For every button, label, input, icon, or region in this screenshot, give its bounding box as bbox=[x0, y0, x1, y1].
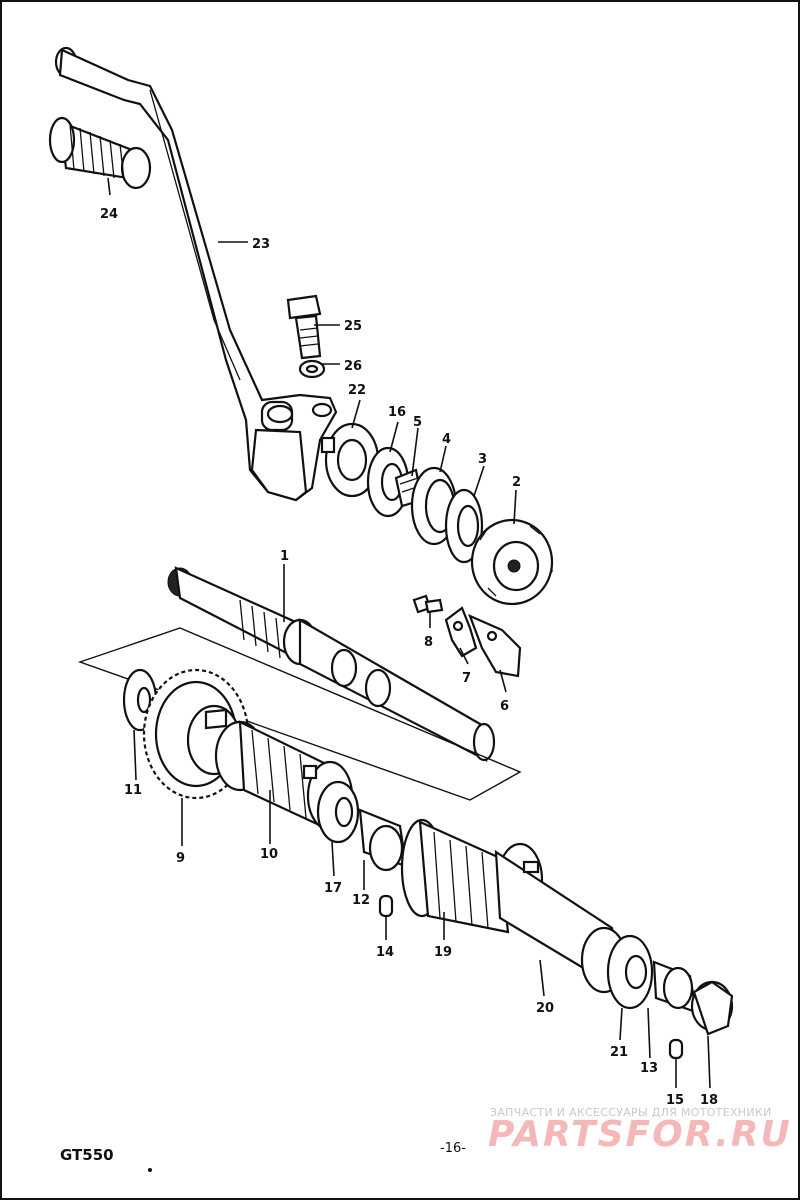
callout-7: 7 bbox=[462, 671, 471, 686]
callout-8: 8 bbox=[424, 635, 433, 650]
callout-23: 23 bbox=[252, 237, 270, 252]
kick-idle-gear-19 bbox=[400, 818, 510, 934]
washer-3 bbox=[444, 488, 484, 564]
callout-3: 3 bbox=[478, 452, 487, 467]
bushing-13 bbox=[652, 960, 698, 1014]
callout-1: 1 bbox=[280, 549, 289, 564]
callout-labels: 24 23 25 26 22 16 5 4 3 2 1 8 7 6 11 9 1… bbox=[100, 207, 718, 1108]
retaining-plate bbox=[444, 606, 478, 658]
callout-5: 5 bbox=[413, 415, 422, 430]
callout-4: 4 bbox=[442, 432, 451, 447]
kick-guide bbox=[468, 613, 522, 678]
callout-9: 9 bbox=[176, 851, 185, 866]
ratchet-wheel bbox=[470, 518, 554, 606]
bushing-12 bbox=[358, 808, 408, 872]
kick-lever-grip bbox=[48, 116, 152, 190]
washer-17 bbox=[316, 780, 360, 844]
callout-13: 13 bbox=[640, 1061, 658, 1076]
kick-starter-shaft bbox=[167, 566, 496, 762]
callout-20: 20 bbox=[536, 1001, 554, 1016]
callout-22: 22 bbox=[348, 383, 366, 398]
callout-6: 6 bbox=[500, 699, 509, 714]
callout-18: 18 bbox=[700, 1093, 718, 1108]
kick-lever bbox=[54, 46, 338, 502]
callout-14: 14 bbox=[376, 945, 394, 960]
washer-21 bbox=[606, 934, 654, 1010]
pin-15 bbox=[668, 1038, 684, 1060]
callout-16: 16 bbox=[388, 405, 406, 420]
oil-seal bbox=[320, 422, 380, 498]
callout-15: 15 bbox=[666, 1093, 684, 1108]
callout-11: 11 bbox=[124, 783, 142, 798]
callout-25: 25 bbox=[344, 319, 362, 334]
screw bbox=[412, 594, 444, 614]
group-outline bbox=[77, 627, 522, 801]
callout-17: 17 bbox=[324, 881, 342, 896]
callout-10: 10 bbox=[260, 847, 278, 862]
speck bbox=[148, 1168, 152, 1172]
callout-2: 2 bbox=[512, 475, 521, 490]
watermark-logo: PARTSFOR.RU bbox=[488, 1114, 792, 1155]
callout-24: 24 bbox=[100, 207, 118, 222]
pin-14 bbox=[378, 894, 394, 918]
model-label: GT550 bbox=[60, 1146, 114, 1164]
kick-idle-shaft bbox=[494, 842, 628, 994]
bolt bbox=[286, 294, 322, 360]
watermark-tagline: ЗАПЧАСТИ И АКСЕССУАРЫ ДЛЯ МОТОТЕХНИКИ bbox=[490, 1106, 772, 1119]
page-number: -16- bbox=[440, 1141, 466, 1156]
callout-26: 26 bbox=[344, 359, 362, 374]
callout-19: 19 bbox=[434, 945, 452, 960]
callout-12: 12 bbox=[352, 893, 370, 908]
leader-lines bbox=[107, 177, 711, 1089]
callout-21: 21 bbox=[610, 1045, 628, 1060]
cap-18 bbox=[690, 980, 734, 1036]
